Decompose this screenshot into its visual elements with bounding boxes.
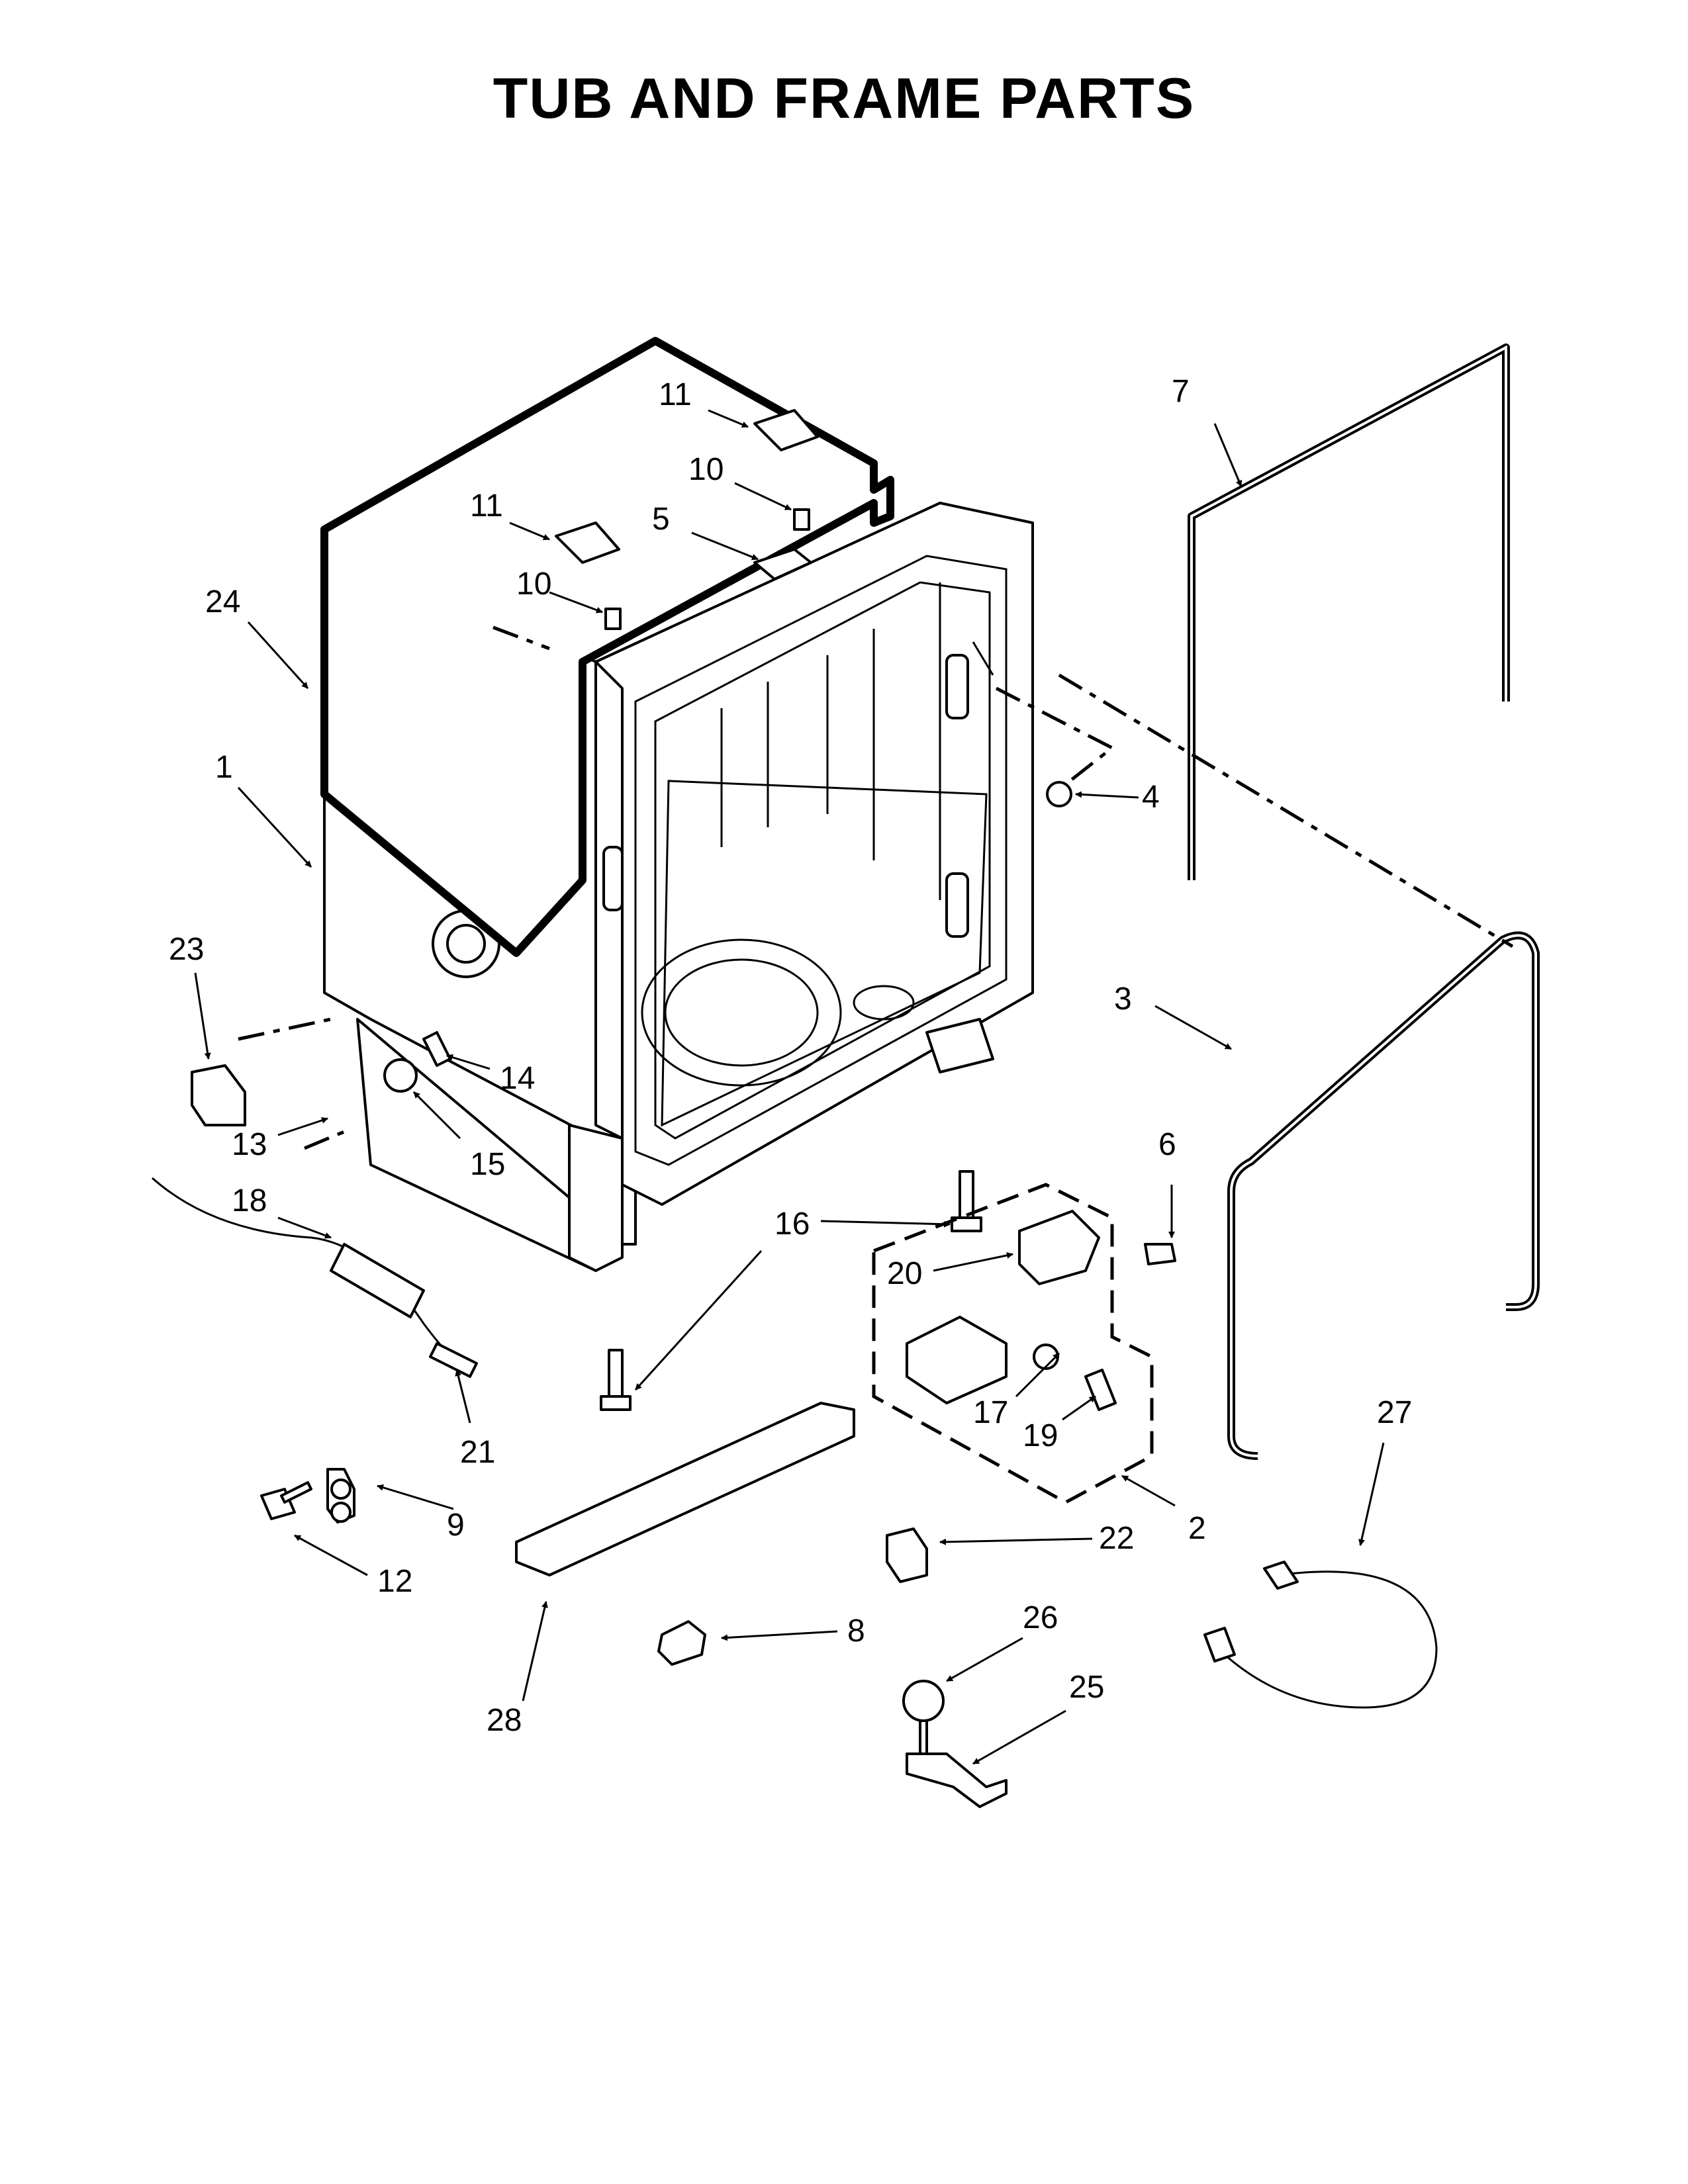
callout-21: 21 [460,1435,495,1470]
callout-9: 9 [447,1508,465,1543]
callout-labels: 11 10 11 10 5 7 24 1 4 3 23 13 14 15 6 1… [169,374,1412,1738]
leveling-leg-and-spring [152,1177,478,1378]
callout-7: 7 [1172,374,1190,409]
callout-17: 17 [973,1395,1008,1430]
callout-27: 27 [1377,1395,1412,1430]
callout-19: 19 [1023,1418,1058,1453]
page-title: TUB AND FRAME PARTS [492,67,1196,130]
hinge-brackets [555,409,819,630]
callout-11b: 11 [470,488,503,523]
callout-22: 22 [1099,1521,1134,1556]
door-seal-gasket [1188,343,1510,880]
callout-2: 2 [1188,1511,1206,1546]
callout-15: 15 [470,1147,505,1182]
toe-panel-28 [515,1402,855,1576]
callout-13: 13 [232,1127,267,1162]
callout-16: 16 [774,1206,810,1242]
leader-lines [194,409,1385,1765]
electrical-box-assembly-2 [872,1183,1154,1504]
callout-25: 25 [1069,1670,1104,1705]
wire-harness-27 [1203,1561,1438,1709]
callout-26: 26 [1023,1600,1058,1635]
callout-23: 23 [169,932,204,967]
bumper-and-clip [191,1064,355,1524]
dishwasher-tub [320,337,1034,1272]
small-fasteners [260,781,1176,1520]
callout-1: 1 [215,750,233,785]
callout-18: 18 [232,1183,267,1218]
callout-8: 8 [847,1614,865,1649]
callout-28: 28 [487,1703,522,1738]
tub-gasket [1227,931,1540,1460]
callout-12: 12 [377,1564,412,1599]
callout-3: 3 [1114,981,1132,1017]
callout-10a: 10 [688,452,724,487]
callout-5: 5 [652,502,670,537]
callout-24: 24 [205,584,240,619]
callout-11a: 11 [659,377,692,412]
thermistor-and-bracket [902,1680,1008,1808]
callout-10b: 10 [516,567,551,602]
connectors [657,1527,928,1666]
callout-4: 4 [1142,780,1160,815]
callout-20: 20 [887,1256,922,1291]
callout-14: 14 [500,1061,535,1096]
callout-6: 6 [1158,1127,1176,1162]
